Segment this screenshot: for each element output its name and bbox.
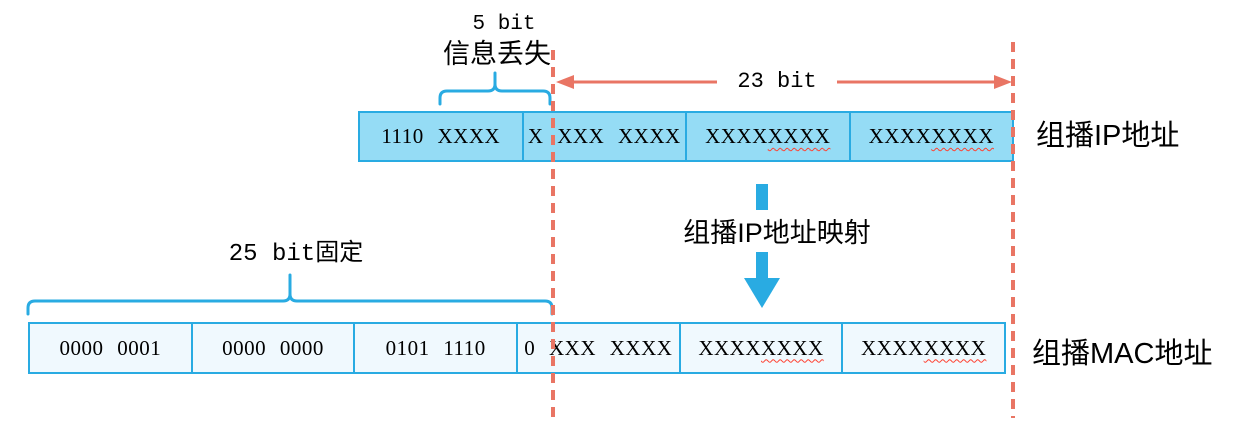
mac-cell-4: 0 XXX XXXX [518, 324, 681, 372]
mapping-arrow-shaft-top [756, 184, 768, 210]
mapping-label: 组播IP地址映射 [683, 218, 871, 248]
mapping-arrow-head-icon [744, 278, 780, 308]
mac-cell-5: XXXX XXXX [681, 324, 844, 372]
ip-cell-4: XXXX XXXX [868, 124, 994, 148]
ip-cell-1: 1110 XXXX [360, 113, 524, 160]
ip-cell-3: XXXX XXXX [687, 113, 851, 160]
ip-cell-2: X XXX XXXX [524, 113, 687, 160]
bits25-label: 25 bit固定 [228, 241, 364, 268]
mapping-arrow-shaft-bottom [756, 252, 768, 278]
top-brace [438, 71, 552, 106]
right-cut-line [1011, 42, 1015, 418]
ip-bar-label: 组播IP地址 [1036, 120, 1180, 152]
mac-bar-label: 组播MAC地址 [1032, 338, 1213, 370]
left-cut-line [551, 50, 555, 418]
mac-cell-6: XXXX XXXX [861, 335, 987, 360]
five-bit-label: 5 bit [472, 13, 536, 36]
mac-bar: 0000 0001 0000 0000 0101 1110 0 XXX XXXX… [28, 322, 1006, 374]
bits23-label: 23 bit [717, 69, 837, 95]
info-loss-label: 信息丢失 [443, 39, 551, 69]
bottom-brace [26, 273, 554, 316]
mac-cell-2: 0000 0000 [193, 324, 356, 372]
mac-cell-1: 0000 0001 [30, 324, 193, 372]
mac-cell-3: 0101 1110 [355, 324, 519, 372]
ip-bar: 1110 XXXX X XXX XXXX XXXX XXXX XXXX XXXX [358, 111, 1014, 162]
